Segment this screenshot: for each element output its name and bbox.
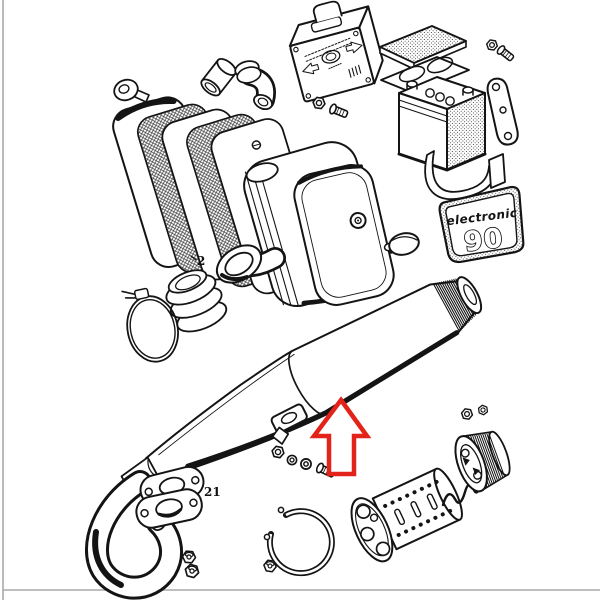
air-filter-stack [112, 58, 325, 295]
perforations-row-2 [396, 508, 454, 537]
hose-clamp [121, 287, 179, 363]
flange-nut-2 [183, 562, 201, 580]
part-label-21: 21 [204, 485, 221, 499]
emblem-icon [321, 49, 341, 64]
mounting-bolt-small [495, 43, 516, 64]
box-markings [302, 37, 363, 78]
air-box-assembly [121, 140, 420, 363]
grommet-fastener [113, 78, 150, 103]
hex-nut-small [485, 38, 499, 52]
washer-2 [300, 458, 312, 470]
support-bracket [486, 77, 519, 146]
battery [397, 76, 487, 172]
barcode-bars [348, 64, 362, 78]
wave-spring [441, 482, 483, 507]
baffle-tube [350, 467, 463, 563]
flange-nut [181, 550, 197, 564]
mounting-bolt [327, 102, 350, 121]
clip-nut [270, 444, 286, 460]
silencer-nut [262, 559, 278, 573]
arrow-left-icon [302, 62, 320, 75]
rubber-sleeve [200, 58, 237, 97]
cap-nut [459, 407, 475, 421]
perforations-row [383, 479, 440, 508]
box-handle [312, 0, 343, 24]
battery-cluster [288, 0, 519, 200]
rubber-bellows [165, 269, 228, 333]
badge-text-90: 90 [462, 223, 505, 259]
clamp-screw [133, 287, 150, 301]
side-cover-badge: electronic 90 [438, 185, 525, 264]
washer [286, 454, 298, 466]
arrow-right-icon [345, 41, 363, 54]
muffler-mounting-clip [270, 403, 308, 445]
rubber-battery-strap [424, 150, 506, 200]
battery-box [288, 0, 384, 103]
battery-terminal [406, 80, 474, 96]
battery-hold-down-plate [380, 56, 470, 94]
part-number-labels: 2 21 [190, 254, 221, 499]
cap-nut-2 [476, 403, 490, 417]
end-cap [454, 430, 511, 493]
muffler-shadow-edge [185, 330, 460, 469]
battery-caps [425, 88, 455, 106]
highlight-up-arrow [309, 396, 372, 477]
exhaust-flange-gasket-2 [135, 488, 203, 529]
intake-seal-ring [215, 244, 263, 284]
part-label-2: 2 [197, 254, 205, 268]
elbow-connector [234, 60, 276, 111]
thumb-screw-knob [383, 232, 420, 256]
circlip-retaining-ring [263, 506, 335, 577]
air-box-port [245, 162, 279, 183]
